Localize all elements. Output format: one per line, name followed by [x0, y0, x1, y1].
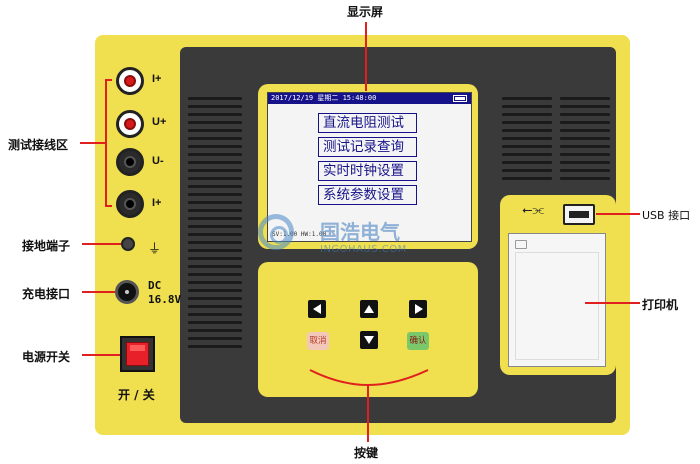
callout-keys: 按键: [354, 446, 379, 460]
watermark-url: INGOHAUS.COM: [320, 244, 407, 255]
watermark-logo-icon: [258, 214, 294, 250]
vent-right-top-b: [560, 97, 610, 180]
power-switch-label: 开 / 关: [118, 388, 155, 402]
printer-door: [515, 252, 599, 360]
dc-label-voltage: 16.8V: [148, 293, 182, 306]
lcd-menu: 直流电阻测试 测试记录查询 实时时钟设置 系统参数设置: [318, 113, 417, 205]
usb-port[interactable]: [563, 204, 595, 225]
terminal-label-i-plus-1: I+: [152, 73, 162, 85]
up-arrow-key[interactable]: [360, 300, 378, 318]
menu-item-test-records[interactable]: 测试记录查询: [318, 137, 417, 157]
vent-right-top-a: [502, 97, 552, 180]
callout-ground-terminal: 接地端子: [22, 239, 71, 253]
arrow-right-icon: [415, 304, 423, 314]
arrow-down-icon: [364, 336, 374, 344]
terminal-label-u-minus: U-: [152, 155, 164, 167]
left-arrow-key[interactable]: [308, 300, 326, 318]
arrow-up-icon: [364, 305, 374, 313]
right-arrow-key[interactable]: [409, 300, 427, 318]
callout-power-switch: 电源开关: [22, 350, 71, 364]
lcd-screen: 2017/12/19 星期二 15:48:00 直流电阻测试 测试记录查询 实时…: [267, 92, 472, 242]
dc-label-type: DC: [148, 279, 162, 292]
dc-input-jack[interactable]: [115, 280, 139, 304]
printer[interactable]: [508, 233, 606, 367]
usb-icon: ⭠⫘: [522, 203, 545, 218]
menu-item-dc-resistance-test[interactable]: 直流电阻测试: [318, 113, 417, 133]
arrow-left-icon: [313, 304, 321, 314]
terminal-u-plus[interactable]: [116, 110, 144, 138]
confirm-key[interactable]: 确认: [407, 332, 429, 350]
callout-usb-port: USB 接口: [642, 209, 691, 222]
battery-icon: [453, 95, 467, 102]
keys-bracket: [309, 369, 429, 387]
down-arrow-key[interactable]: [360, 331, 378, 349]
terminal-i-plus-2[interactable]: [116, 190, 144, 218]
callout-display: 显示屏: [347, 5, 384, 19]
terminal-label-i-plus-2: I+: [152, 197, 162, 209]
terminal-u-minus[interactable]: [116, 148, 144, 176]
watermark-text: 国浩电气: [320, 220, 400, 244]
callout-test-terminals: 测试接线区: [8, 138, 69, 152]
lcd-version-text: SV:1.00 HW:1.00: [272, 231, 327, 238]
dc-label: DC 16.8V: [148, 279, 181, 307]
callout-charging-port: 充电接口: [22, 287, 71, 301]
terminal-i-plus-1[interactable]: [116, 67, 144, 95]
callout-printer: 打印机: [642, 298, 679, 312]
printer-paper-slot: [515, 240, 527, 249]
terminals-bracket: [105, 79, 112, 207]
ground-terminal[interactable]: [121, 237, 135, 251]
lcd-status-bar: 2017/12/19 星期二 15:48:00: [268, 93, 471, 104]
cancel-key[interactable]: 取消: [307, 332, 329, 350]
ground-icon: ⏚: [148, 242, 162, 257]
vent-left: [188, 97, 242, 348]
lcd-status-text: 2017/12/19 星期二 15:48:00: [271, 94, 377, 102]
power-switch[interactable]: [120, 336, 155, 372]
watermark: 国浩电气 INGOHAUS.COM: [258, 210, 458, 260]
menu-item-system-settings[interactable]: 系统参数设置: [318, 185, 417, 205]
terminal-label-u-plus: U+: [152, 116, 167, 128]
menu-item-clock-settings[interactable]: 实时时钟设置: [318, 161, 417, 181]
keypad: 取消 确认: [258, 262, 478, 397]
